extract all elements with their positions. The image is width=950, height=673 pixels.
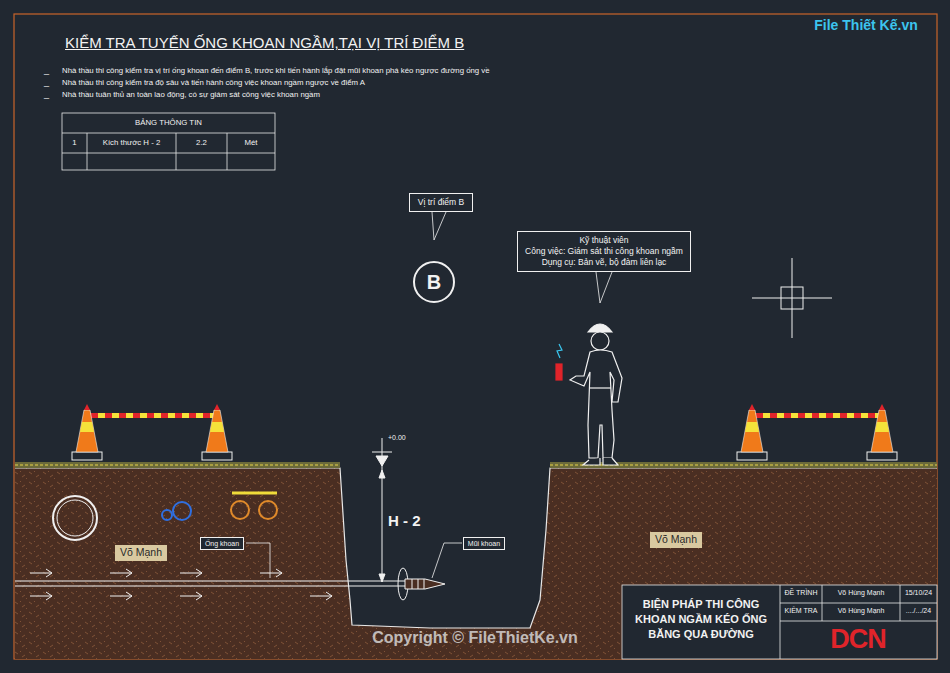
- soil: [15, 468, 937, 659]
- flow-arrow: [180, 592, 202, 600]
- title-block-cell: ..../.../24: [900, 607, 937, 615]
- note-dash: _: [44, 89, 49, 100]
- flow-arrow: [110, 569, 132, 577]
- radio: [556, 364, 562, 380]
- traffic-cones: [72, 404, 897, 460]
- title-block-cell: Võ Hùng Mạnh: [822, 589, 900, 597]
- note-dash: _: [44, 77, 49, 88]
- node-text: Võ Mạnh: [655, 533, 697, 547]
- dimension-label: H - 2: [388, 512, 421, 530]
- company-logo: DCN: [783, 623, 933, 655]
- cross-symbol: [752, 258, 832, 338]
- note-dash: _: [44, 65, 49, 76]
- title-block: [622, 585, 937, 659]
- flow-arrow: [310, 592, 332, 600]
- title-block-cell: Võ Hùng Mạnh: [822, 607, 900, 615]
- part-label-box: Ống khoan: [200, 537, 244, 550]
- title-block-cell: ĐỀ TRÌNH: [780, 589, 822, 597]
- flow-arrow: [260, 569, 282, 577]
- node-text: Vị trí điểm B: [418, 197, 464, 208]
- traffic-cone: [867, 404, 897, 460]
- dimension-h2: [372, 438, 392, 582]
- node-text: Kỹ thuật viên: [525, 235, 683, 246]
- drill-pipe: [15, 568, 445, 600]
- watermark: Copyright © FileThietKe.vn: [325, 628, 625, 647]
- node-text: Dụng cụ: Bản vẽ, bộ đàm liên lạc: [525, 257, 683, 268]
- node-text: B: [427, 269, 441, 295]
- barrier-bar: [752, 413, 882, 418]
- title-block-cell: 15/10/24: [900, 589, 937, 597]
- flow-arrow: [30, 569, 52, 577]
- utility-pipes: [53, 493, 277, 540]
- table-header: BẢNG THÔNG TIN: [62, 118, 275, 127]
- road-surface: [15, 462, 937, 468]
- worker-figure: [556, 324, 622, 465]
- point-circle: B: [413, 261, 455, 303]
- elevation-mark: +0.00: [388, 434, 406, 442]
- table-cell: 2.2: [176, 138, 227, 147]
- table-cell: 1: [62, 138, 87, 147]
- part-label-box: Mũi khoan: [463, 537, 505, 550]
- table-cell: Kích thước H - 2: [87, 138, 176, 147]
- frame: [14, 14, 937, 659]
- watermark: File Thiết Kế.vn: [801, 17, 931, 34]
- info-table: [62, 113, 275, 170]
- flow-arrows: [30, 569, 332, 600]
- drawing-title: BIỆN PHÁP THI CÔNG KHOAN NGẦM KÉO ỐNG BĂ…: [623, 597, 779, 642]
- table-cell: Mét: [227, 138, 275, 147]
- title-block-cell: KIỂM TRA: [780, 607, 822, 615]
- node-text: Mũi khoan: [468, 539, 500, 548]
- node-text: Ống khoan: [205, 539, 239, 548]
- callout-box: Kỹ thuật viênCông việc: Giám sát thi côn…: [517, 231, 691, 272]
- flow-arrow: [30, 592, 52, 600]
- page-title: KIỂM TRA TUYẾN ỐNG KHOAN NGẦM,TẠI VỊ TRÍ…: [65, 34, 464, 52]
- barrier-bar: [87, 413, 217, 418]
- node-text: Võ Mạnh: [120, 546, 162, 560]
- note-text: Nhà thầu thi công kiểm tra độ sâu và tiế…: [62, 78, 365, 87]
- callout-box: Vị trí điểm B: [409, 193, 473, 212]
- note-text: Nhà thầu tuân thủ an toàn lao động, có s…: [62, 90, 320, 99]
- flow-arrow: [180, 569, 202, 577]
- note-text: Nhà thầu thi công kiểm tra vị trí ống kh…: [62, 66, 490, 75]
- soil-tag: Võ Mạnh: [115, 545, 167, 561]
- soil-tag: Võ Mạnh: [650, 532, 702, 548]
- node-text: Công việc: Giám sát thi công khoan ngầm: [525, 246, 683, 257]
- traffic-cone: [737, 404, 767, 460]
- traffic-cone: [202, 404, 232, 460]
- flow-arrow: [110, 592, 132, 600]
- traffic-cone: [72, 404, 102, 460]
